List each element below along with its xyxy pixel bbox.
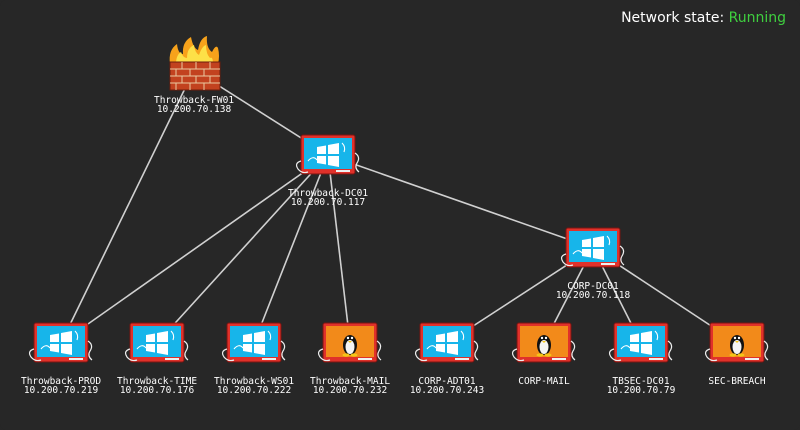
windows-monitor-icon (295, 134, 360, 175)
node-name: CORP-DC01 (567, 281, 619, 292)
node-ip: 10.200.70.232 (313, 385, 387, 396)
node-name: Throwback-WS01 (214, 376, 294, 387)
windows-monitor-icon (560, 227, 625, 268)
linux-monitor-icon (704, 322, 769, 363)
node-name: SEC-BREACH (708, 376, 765, 387)
node-name: Throwback-TIME (117, 376, 197, 387)
link-dc01-ws01 (253, 154, 329, 344)
node-ip: 10.200.70.79 (607, 385, 676, 396)
network-state-label: Network state: (621, 10, 725, 26)
linux-monitor-icon (511, 322, 576, 363)
node-ip: 10.200.70.118 (556, 290, 631, 301)
node-name: CORP-ADT01 (418, 376, 475, 387)
windows-monitor-icon (124, 322, 189, 363)
link-dc01-prod (60, 154, 329, 344)
node-ip: 10.200.70.176 (120, 385, 195, 396)
windows-monitor-icon (608, 322, 673, 363)
network-state-value: Running (728, 10, 786, 26)
node-name: Throwback-FW01 (154, 95, 234, 106)
link-dc01-corpdc01 (327, 154, 594, 249)
node-name: TBSEC-DC01 (612, 376, 669, 387)
windows-monitor-icon (221, 322, 286, 363)
node-ip: 10.200.70.219 (24, 385, 99, 396)
node-ip: 10.200.70.138 (157, 104, 232, 115)
node-name: CORP-MAIL (518, 376, 570, 387)
network-state: Network state: Running (621, 10, 786, 26)
link-dc01-time (156, 154, 329, 344)
node-name: Throwback-DC01 (288, 188, 368, 199)
linux-monitor-icon (317, 322, 382, 363)
link-dc01-mail (327, 154, 351, 344)
node-ip: 10.200.70.243 (410, 385, 484, 396)
node-name: Throwback-MAIL (310, 376, 390, 387)
node-corpmail[interactable]: CORP-MAIL (511, 322, 576, 387)
windows-monitor-icon (28, 322, 93, 363)
windows-monitor-icon (414, 322, 479, 363)
node-ip: 10.200.70.222 (217, 385, 291, 396)
firewall-icon (169, 36, 221, 91)
node-ip: 10.200.70.117 (291, 197, 365, 208)
node-name: Throwback-PROD (21, 376, 101, 387)
link-fw01-prod (60, 69, 195, 344)
nodes-layer: Throwback-FW0110.200.70.138Throwback-DC0… (21, 36, 769, 396)
node-secbreach[interactable]: SEC-BREACH (704, 322, 769, 387)
